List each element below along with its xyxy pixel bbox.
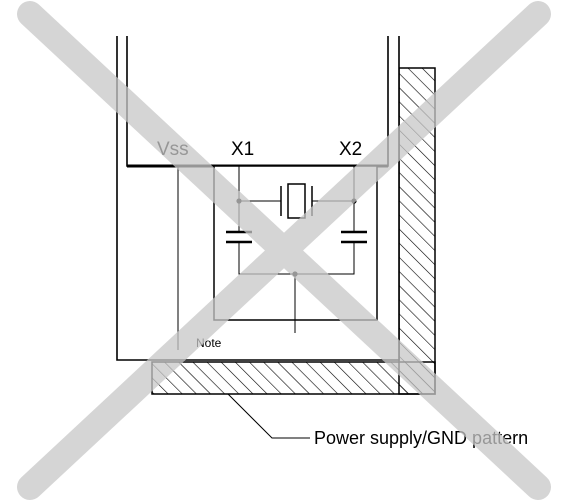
- prohibited-cross-icon: [17, 1, 551, 500]
- callout-leader-line: [227, 393, 310, 439]
- power-gnd-horizontal-strip: [151, 361, 436, 395]
- x2-pin-label: X2: [339, 139, 362, 160]
- crystal-resonator-icon: [280, 183, 313, 219]
- x1-pin-label: X1: [231, 139, 254, 160]
